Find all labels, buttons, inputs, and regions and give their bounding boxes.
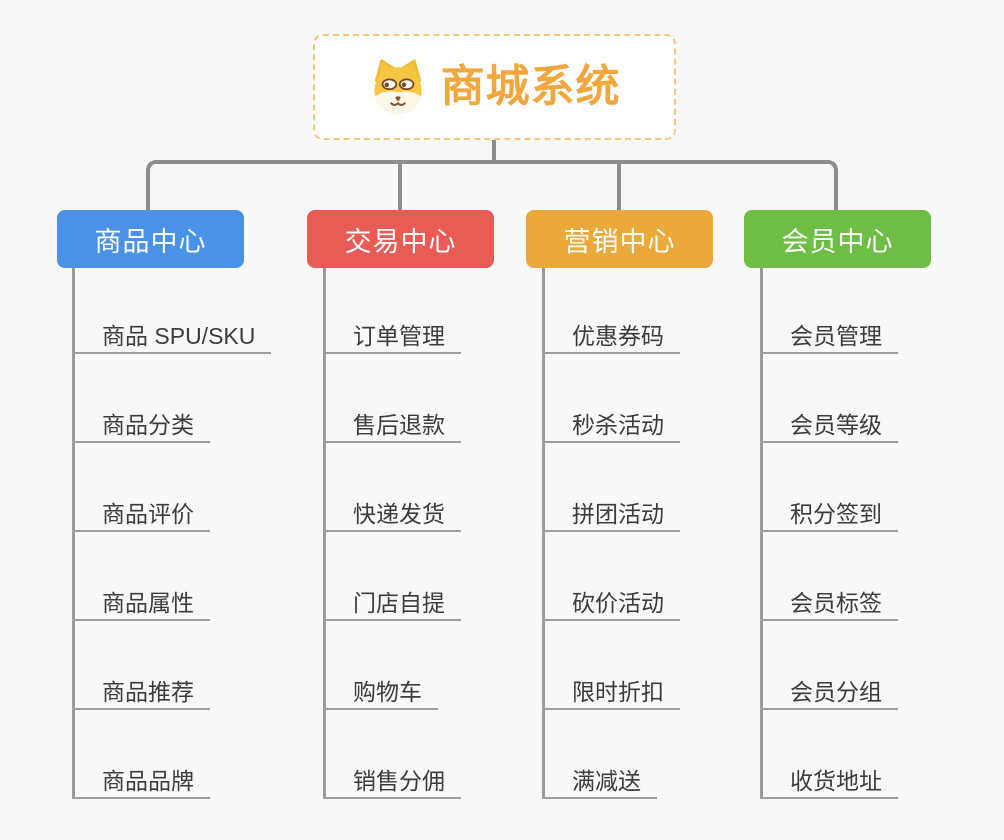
branch-spine-product	[72, 268, 75, 799]
branch-header-trade-center[interactable]: 交易中心	[307, 210, 494, 268]
branch-items-product: 商品 SPU/SKU 商品分类 商品评价 商品属性 商品推荐 商品品牌	[72, 268, 272, 799]
mindmap-item[interactable]: 会员分组	[760, 668, 898, 710]
mindmap-item[interactable]: 收货地址	[760, 757, 898, 799]
mindmap-item[interactable]: 满减送	[542, 757, 657, 799]
branch-header-product-center[interactable]: 商品中心	[57, 210, 244, 268]
mindmap-item[interactable]: 商品推荐	[72, 668, 210, 710]
mindmap-item[interactable]: 会员标签	[760, 579, 898, 621]
mindmap-item[interactable]: 销售分佣	[323, 757, 461, 799]
mindmap-item[interactable]: 门店自提	[323, 579, 461, 621]
branch-spine-marketing	[542, 268, 545, 799]
mindmap-item[interactable]: 商品 SPU/SKU	[72, 312, 272, 354]
branch-items-trade: 订单管理 售后退款 快递发货 门店自提 购物车 销售分佣	[323, 268, 461, 799]
mindmap-item[interactable]: 商品属性	[72, 579, 210, 621]
mindmap-item[interactable]: 购物车	[323, 668, 438, 710]
mindmap-item[interactable]: 快递发货	[323, 490, 461, 532]
mindmap-item[interactable]: 会员管理	[760, 312, 898, 354]
branch-header-member-center[interactable]: 会员中心	[744, 210, 931, 268]
branch-spine-trade	[323, 268, 326, 799]
mindmap-item[interactable]: 优惠券码	[542, 312, 680, 354]
mindmap-item[interactable]: 商品评价	[72, 490, 210, 532]
mindmap-item[interactable]: 会员等级	[760, 401, 898, 443]
branch-items-marketing: 优惠券码 秒杀活动 拼团活动 砍价活动 限时折扣 满减送	[542, 268, 680, 799]
root-title: 商城系统	[440, 62, 621, 111]
mindmap-item[interactable]: 订单管理	[323, 312, 461, 354]
root-node[interactable]: 商城系统	[313, 34, 676, 140]
mindmap-item[interactable]: 积分签到	[760, 490, 898, 532]
branch-spine-member	[760, 268, 763, 799]
mindmap-item[interactable]: 商品分类	[72, 401, 210, 443]
mindmap-item[interactable]: 秒杀活动	[542, 401, 680, 443]
mindmap-item[interactable]: 限时折扣	[542, 668, 680, 710]
connector-drop-marketing	[617, 163, 621, 210]
connector-drop-trade	[398, 163, 402, 210]
mindmap-item[interactable]: 售后退款	[323, 401, 461, 443]
mindmap-item[interactable]: 砍价活动	[542, 579, 680, 621]
branch-header-marketing-center[interactable]: 营销中心	[526, 210, 713, 268]
dog-face-icon	[373, 59, 422, 115]
mindmap-item[interactable]: 拼团活动	[542, 490, 680, 532]
connector-bus	[146, 160, 838, 210]
mindmap-item[interactable]: 商品品牌	[72, 757, 210, 799]
connector-root-trunk	[492, 139, 496, 162]
branch-items-member: 会员管理 会员等级 积分签到 会员标签 会员分组 收货地址	[760, 268, 898, 799]
